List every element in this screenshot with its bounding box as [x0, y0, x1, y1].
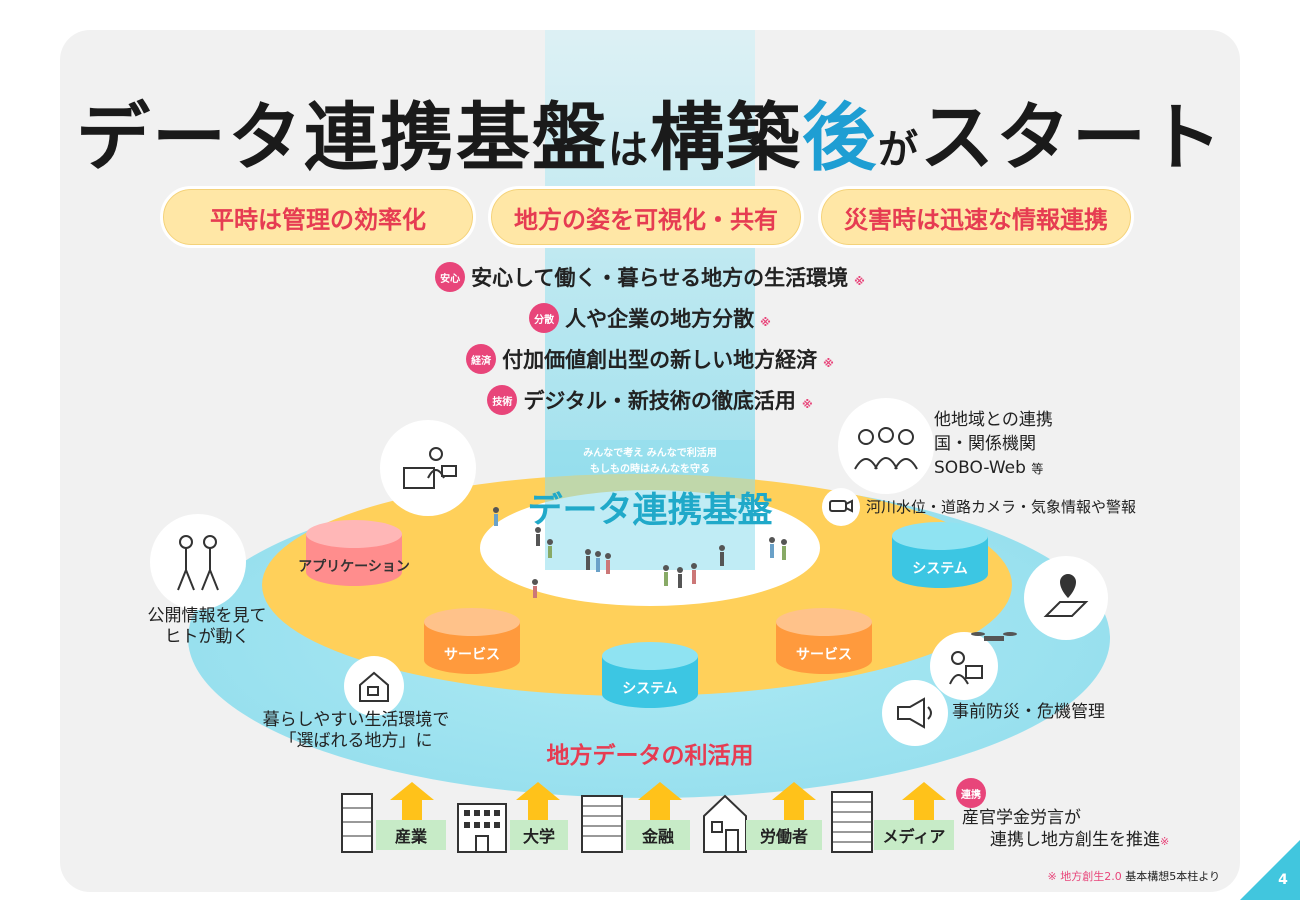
- footnote-mark: ※: [854, 275, 865, 288]
- database-label: アプリケーション: [298, 559, 410, 575]
- database-label: サービス: [796, 647, 852, 663]
- map-pin-illustration: [1024, 556, 1108, 640]
- title-part: が: [878, 127, 920, 173]
- megaphone-illustration: [882, 680, 948, 746]
- database-label: システム: [622, 681, 678, 697]
- hikers-illustration: [150, 514, 246, 610]
- living-environment-label: 暮らしやすい生活環境で 「選ばれる地方」に: [236, 710, 476, 753]
- pillar-item: 安心 安心して働く・暮らせる地方の生活環境 ※: [0, 262, 1300, 292]
- page-number: 4: [1278, 872, 1288, 888]
- title-part: 構築: [650, 95, 802, 181]
- public-info-label: 公開情報を見て ヒトが動く: [140, 606, 274, 649]
- pillar-text: デジタル・新技術の徹底活用: [523, 389, 796, 413]
- footnote-mark: ※: [1160, 835, 1170, 848]
- org-labor: 労働者: [746, 820, 822, 850]
- database-system-center: システム: [602, 642, 698, 722]
- bank-icon: [581, 795, 623, 853]
- footnote-mark: ※: [760, 316, 771, 329]
- up-arrow-icon: [638, 782, 682, 820]
- sensor-data-label: 河川水位・道路カメラ・気象情報や警報: [866, 498, 1137, 516]
- sobo-web-label: SOBO-Web 等: [934, 458, 1043, 479]
- up-arrow-icon: [772, 782, 816, 820]
- footnote-mark: ※: [1047, 870, 1057, 883]
- pillar-badge: 技術: [487, 385, 518, 415]
- public-info-line: 公開情報を見て: [147, 606, 267, 626]
- database-service-right: サービス: [776, 608, 872, 688]
- collab-line: 産官学金労言が: [962, 808, 1081, 828]
- pillar-badge: 分散: [529, 303, 560, 333]
- footnote-source: 地方創生2.0: [1060, 870, 1122, 883]
- footnote-text: 基本構想5本柱より: [1125, 870, 1220, 883]
- public-info-line: ヒトが動く: [164, 627, 250, 648]
- database-label: システム: [912, 561, 968, 577]
- up-arrow-icon: [516, 782, 560, 820]
- national-agencies-label: 国・関係機関: [934, 434, 1036, 454]
- drone-operator-illustration: [930, 632, 998, 700]
- title-part: データ連携基盤: [76, 95, 608, 181]
- collab-badge: 連携: [956, 778, 986, 808]
- tower-icon: [831, 791, 873, 853]
- collab-text: 連携し地方創生を推進: [990, 830, 1160, 850]
- org-industry: 産業: [376, 820, 446, 850]
- pillar-badge: 経済: [466, 344, 497, 374]
- page-title: データ連携基盤は構築後がスタート: [60, 78, 1240, 185]
- pillar-item: 経済 付加価値創出型の新しい地方経済 ※: [0, 344, 1300, 374]
- other-regions-label: 他地域との連携: [934, 410, 1053, 430]
- org-finance: 金融: [626, 820, 690, 850]
- house-icon: [703, 794, 747, 853]
- camera-icon: [822, 488, 860, 526]
- pillar-text: 安心して働く・暮らせる地方の生活環境: [471, 266, 849, 290]
- living-line: 暮らしやすい生活環境で: [262, 710, 450, 730]
- footnote: ※ 地方創生2.0 基本構想5本柱より: [960, 868, 1221, 884]
- office-worker-illustration: [380, 420, 476, 516]
- org-media: メディア: [874, 820, 954, 850]
- university-icon: [457, 803, 507, 853]
- pillar-item: 技術 デジタル・新技術の徹底活用 ※: [0, 385, 1300, 415]
- people-illustration: [493, 507, 787, 598]
- up-arrow-icon: [902, 782, 946, 820]
- building-icon: [341, 793, 373, 853]
- etc-text: 等: [1031, 462, 1044, 476]
- platform-name: データ連携基盤: [527, 491, 773, 531]
- pillar-item: 分散 人や企業の地方分散 ※: [0, 303, 1300, 333]
- footnote-mark: ※: [823, 357, 834, 370]
- pill-normal-times: 平時は管理の効率化: [160, 186, 476, 248]
- officials-illustration: [838, 398, 934, 494]
- pill-visualize: 地方の姿を可視化・共有: [488, 186, 804, 248]
- title-accent: 後: [802, 95, 878, 181]
- footnote-mark: ※: [801, 398, 813, 411]
- collab-line-2: 連携し地方創生を推進※: [990, 830, 1169, 851]
- database-label: サービス: [444, 647, 500, 663]
- drone-icon: [971, 632, 1017, 641]
- title-part: は: [608, 127, 650, 173]
- org-university: 大学: [510, 820, 568, 850]
- up-arrow-icon: [390, 782, 434, 820]
- pill-disaster: 災害時は迅速な情報連携: [818, 186, 1134, 248]
- page-corner: [1240, 840, 1300, 900]
- living-line: 「選ばれる地方」に: [279, 731, 433, 752]
- title-part: スタート: [920, 95, 1224, 181]
- pillar-badge: 安心: [435, 262, 466, 292]
- database-application: アプリケーション: [298, 520, 410, 600]
- pillar-text: 人や企業の地方分散: [565, 307, 755, 331]
- database-service-left: サービス: [424, 608, 520, 688]
- database-system-right: システム: [892, 522, 988, 602]
- platform-subtitle: もしもの時はみんなを守る: [590, 464, 710, 475]
- pillar-text: 付加価値創出型の新しい地方経済: [502, 348, 818, 372]
- house-illustration: [344, 656, 404, 716]
- sobo-web-text: SOBO-Web: [934, 458, 1026, 478]
- data-usage-label: 地方データの利活用: [546, 743, 754, 769]
- platform-subtitle: みんなで考え みんなで利活用: [583, 448, 717, 459]
- disaster-prevention-label: 事前防災・危機管理: [952, 702, 1105, 722]
